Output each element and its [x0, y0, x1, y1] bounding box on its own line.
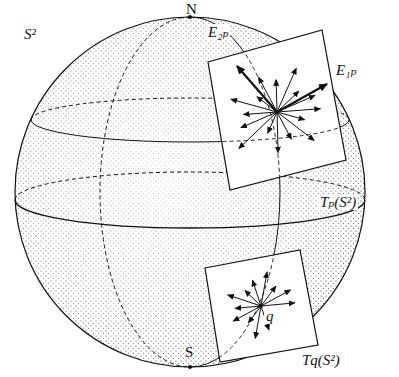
tangent-vector: [241, 112, 277, 128]
tangent-vector: [248, 306, 261, 323]
tangent-vector: [233, 306, 261, 321]
tangent-vector: [235, 306, 261, 308]
tangent-vector: [277, 112, 305, 120]
tangent-vector: [261, 272, 267, 306]
point-label: q: [264, 308, 276, 324]
pole-label: N: [184, 1, 199, 17]
tangent-vector: [276, 80, 278, 112]
tangent-vector: [244, 112, 277, 115]
tangent-vector: [277, 112, 291, 139]
tangent-vector: [228, 295, 261, 306]
tangent-plane-q: [205, 250, 318, 362]
plane-label: Tq(S²): [300, 352, 342, 368]
basis-vector: [277, 84, 327, 112]
tangent-vector: [261, 286, 276, 306]
basis-vector: [237, 66, 277, 112]
south-pole: [188, 365, 192, 369]
hidden-curves: [31, 17, 349, 367]
point-p: [275, 110, 279, 114]
sphere-shading: [15, 17, 365, 367]
point-q: [259, 304, 263, 308]
vector-label: E₁ₚ: [334, 62, 358, 78]
sphere-outline: [15, 17, 365, 367]
pole-label: S: [183, 344, 195, 360]
sphere-stipple: [15, 17, 365, 367]
sphere-label: S²: [22, 26, 38, 42]
tangent-vector: [277, 112, 314, 140]
tangent-vector: [253, 280, 261, 306]
vector-label: E₂ₚ: [206, 24, 230, 40]
tangent-vectors: [228, 66, 327, 338]
tangent-vector: [239, 112, 277, 148]
grid-curves: [15, 17, 365, 367]
tangent-vector: [255, 306, 261, 338]
tangent-vector: [261, 290, 290, 306]
tangent-plane-p: [208, 30, 346, 190]
plane-label: Tₚ(S²): [318, 194, 358, 210]
tangent-vector: [277, 112, 278, 153]
